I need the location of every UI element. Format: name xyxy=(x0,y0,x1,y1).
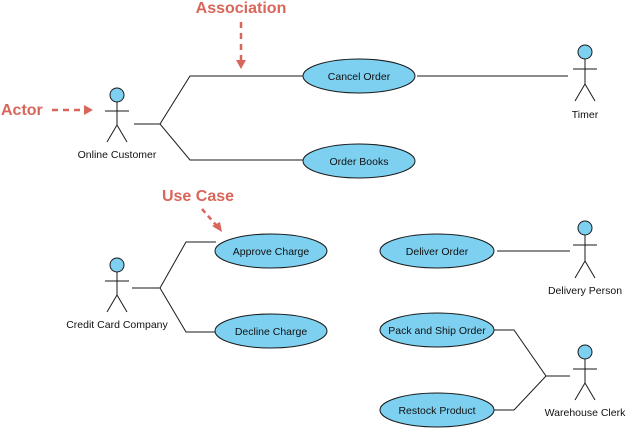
annotation-use-case-label: Use Case xyxy=(162,188,234,205)
actor-credit-card-company[interactable]: Credit Card Company xyxy=(66,257,169,331)
association-credit-card-approve-charge xyxy=(132,241,216,289)
actor-delivery-person[interactable]: Delivery Person xyxy=(548,220,622,297)
annotation-actor: Actor xyxy=(1,102,93,119)
stick-figure-icon xyxy=(573,44,597,102)
use-case-cancel-order[interactable]: Cancel Order xyxy=(302,58,416,94)
stick-figure-icon xyxy=(573,220,597,279)
association-online-customer-order-books xyxy=(159,123,303,161)
stick-figure-icon xyxy=(105,87,129,143)
actor-label: Warehouse Clerk xyxy=(545,407,626,419)
association-restock-warehouse-clerk xyxy=(494,375,547,411)
actor-label: Timer xyxy=(572,109,599,121)
association-credit-card-decline-charge xyxy=(159,287,216,333)
association-pack-ship-warehouse-clerk xyxy=(494,329,570,377)
actor-label: Delivery Person xyxy=(548,285,622,297)
annotation-association: Association xyxy=(196,0,287,69)
dashed-arrow-diagonal-icon xyxy=(201,208,222,232)
actor-label: Online Customer xyxy=(78,149,157,161)
stick-figure-icon xyxy=(105,257,129,313)
stick-figure-icon xyxy=(573,344,597,401)
use-case-label: Cancel Order xyxy=(328,71,391,83)
actor-label: Credit Card Company xyxy=(66,319,168,331)
dashed-arrow-right-icon xyxy=(52,105,93,115)
annotation-association-label: Association xyxy=(196,0,287,17)
use-case-label: Pack and Ship Order xyxy=(388,325,486,337)
actor-timer[interactable]: Timer xyxy=(572,44,599,121)
use-case-restock-product[interactable]: Restock Product xyxy=(379,392,495,428)
dashed-arrow-down-icon xyxy=(236,22,246,69)
actor-online-customer[interactable]: Online Customer xyxy=(78,87,157,161)
use-case-order-books[interactable]: Order Books xyxy=(302,143,416,179)
annotation-actor-label: Actor xyxy=(1,102,43,119)
associations xyxy=(132,75,570,411)
association-online-customer-cancel-order xyxy=(134,75,303,125)
use-case-decline-charge[interactable]: Decline Charge xyxy=(214,313,328,349)
use-case-label: Deliver Order xyxy=(406,246,469,258)
use-case-label: Order Books xyxy=(330,156,389,168)
use-case-pack-and-ship-order[interactable]: Pack and Ship Order xyxy=(379,312,495,348)
use-case-label: Decline Charge xyxy=(235,326,308,338)
annotation-use-case: Use Case xyxy=(162,188,234,232)
actor-warehouse-clerk[interactable]: Warehouse Clerk xyxy=(545,344,626,419)
use-case-approve-charge[interactable]: Approve Charge xyxy=(214,233,328,269)
use-case-label: Approve Charge xyxy=(233,246,310,258)
use-case-label: Restock Product xyxy=(398,405,475,417)
use-case-deliver-order[interactable]: Deliver Order xyxy=(379,233,495,269)
